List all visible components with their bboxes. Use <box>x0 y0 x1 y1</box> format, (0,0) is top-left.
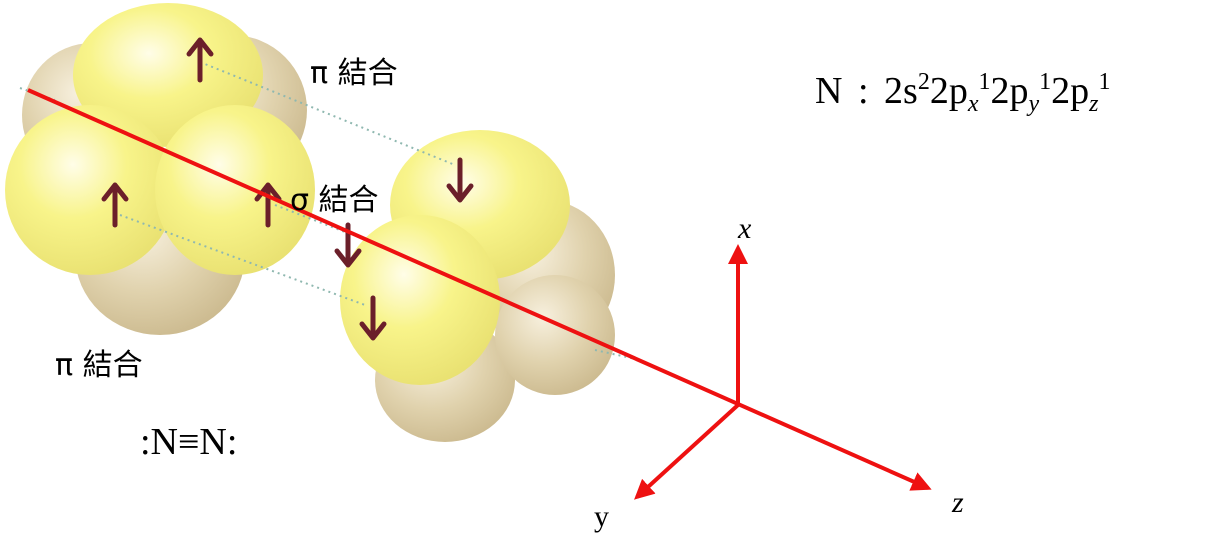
x-axis-label: x <box>738 212 752 245</box>
z-axis-line <box>27 88 932 491</box>
pi-bond-label-bottom: π 結合 <box>55 348 143 383</box>
y-axis-line <box>634 403 740 500</box>
spin-down-arrow <box>359 295 387 341</box>
z-axis-label: z <box>952 486 964 519</box>
right-atom-orbitals <box>340 130 615 442</box>
config-separator: : <box>857 70 869 112</box>
orbital-term: 2s2 <box>884 69 930 112</box>
orbital-term: 2px1 <box>929 69 991 117</box>
orbital-lobe <box>340 215 500 385</box>
pi-bond-link <box>199 61 456 166</box>
orbital-lobe <box>5 105 175 275</box>
spin-down-arrow <box>446 157 474 203</box>
y-axis-label: y <box>594 500 609 533</box>
coordinate-axes <box>27 88 932 500</box>
spin-up-arrow <box>101 182 129 228</box>
bond-link-tail <box>594 349 641 361</box>
electron-configuration: N : 2s22px12py12pz1 <box>815 70 1110 116</box>
orbital-lobe <box>155 105 315 275</box>
sigma-bond-link <box>274 204 346 233</box>
pi-bond-label-top: π 結合 <box>310 56 398 91</box>
orbital-lobe <box>495 275 615 395</box>
element-symbol: N <box>815 70 843 112</box>
spin-up-arrow <box>186 37 214 83</box>
orbital-term: 2pz1 <box>1051 69 1111 117</box>
pi-bond-link <box>119 214 366 306</box>
orbital-term: 2py1 <box>990 69 1052 117</box>
sigma-bond-label: σ 結合 <box>290 183 379 218</box>
spin-arrows <box>101 37 474 341</box>
left-atom-orbitals <box>5 3 315 335</box>
lewis-structure: :N≡N: <box>140 421 238 463</box>
